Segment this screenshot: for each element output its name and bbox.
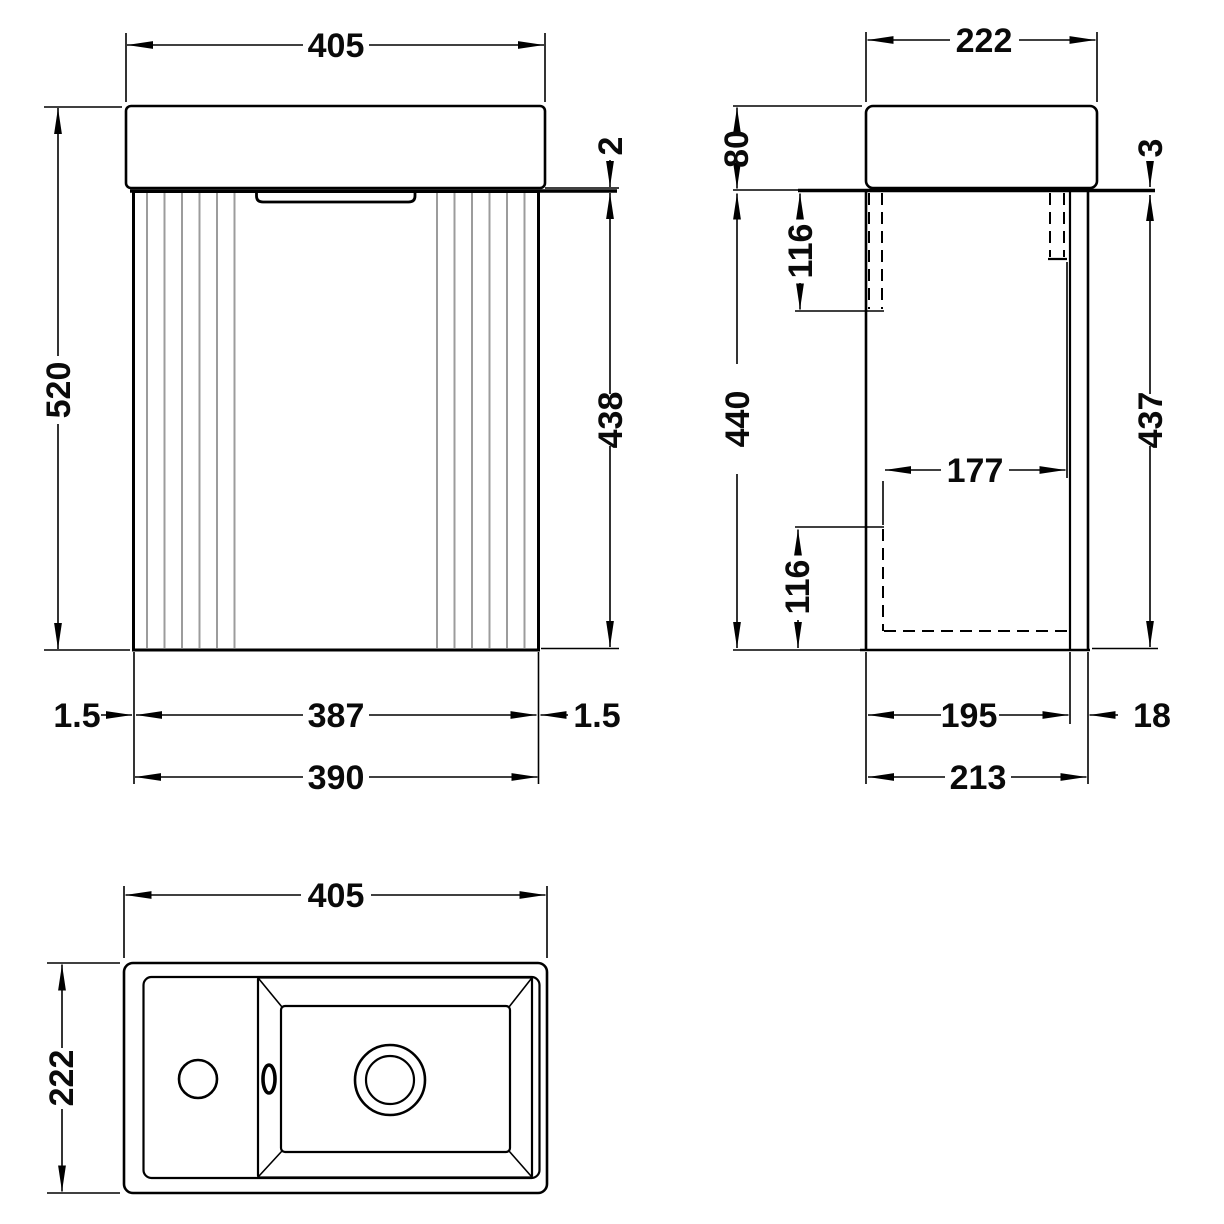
dim-side-cabinet-height: 440 — [719, 193, 757, 648]
dim-side-overall-depth: 222 — [865, 22, 1098, 102]
dim-label-side-cabinet-depth: 213 — [950, 759, 1007, 797]
fluting-left-group — [146, 193, 236, 648]
dim-label-side-lower-bracket: 116 — [779, 560, 817, 615]
basin-front-outline — [124, 104, 547, 190]
dim-label-side-panel-height: 437 — [1132, 392, 1170, 449]
dim-label-front-gap-left: 1.5 — [53, 697, 100, 735]
dim-label-front-door-width: 387 — [308, 697, 365, 735]
dim-side-cabinet-depth: 213 — [868, 759, 1087, 797]
dim-front-overall-height: 520 — [40, 106, 130, 651]
dim-label-front-cabinet-height: 438 — [592, 392, 630, 449]
dim-plan-width: 405 — [123, 877, 548, 958]
dim-label-plan-depth: 222 — [43, 1050, 81, 1107]
dim-side-upper-bracket: 116 — [782, 193, 820, 310]
dim-label-side-back-rail: 18 — [1133, 697, 1171, 735]
dim-label-plan-width: 405 — [308, 877, 365, 915]
bowl-corner-bevels — [258, 978, 532, 1177]
dim-front-basin-gap: 2 — [592, 137, 630, 187]
lower-front-bracket-hidden — [795, 526, 1067, 632]
basin-side-outline — [864, 104, 1099, 190]
plan-view: 405 222 — [43, 877, 549, 1195]
tap-hole — [177, 1058, 219, 1100]
waste-drain-outer — [353, 1043, 427, 1117]
dim-label-side-overall-depth: 222 — [956, 22, 1013, 60]
dim-plan-depth: 222 — [43, 962, 120, 1194]
dim-front-door-row: 1.5 387 1.5 — [53, 652, 621, 784]
basin-deck-outline — [142, 975, 541, 1180]
overflow-slot — [261, 1063, 277, 1095]
door-handle-recess — [255, 192, 417, 204]
basin-plan-outline — [122, 961, 549, 1195]
dim-label-side-basin-height: 80 — [718, 130, 756, 168]
dim-label-side-cabinet-height: 440 — [719, 391, 757, 448]
dim-side-internal-depth-row: 195 18 — [865, 652, 1171, 784]
dim-side-lower-bracket: 116 — [779, 529, 817, 648]
front-elevation-view: 405 520 2 438 — [40, 27, 630, 797]
bowl-bottom-outline — [279, 1004, 512, 1154]
dim-label-front-gap-right: 1.5 — [573, 697, 620, 735]
dim-side-basin-height: 80 — [718, 105, 862, 189]
dim-label-front-basin-gap: 2 — [592, 137, 630, 156]
side-elevation-view: 222 80 3 116 440 — [718, 22, 1171, 797]
bowl-rim-outline — [256, 976, 534, 1179]
dim-label-side-internal-width: 177 — [947, 452, 1004, 490]
dim-label-front-overall-width: 405 — [308, 27, 365, 65]
dim-front-cabinet-height: 438 — [541, 193, 630, 650]
dim-label-side-internal-depth: 195 — [941, 697, 998, 735]
dim-side-internal-width: 177 — [882, 262, 1068, 525]
dim-label-front-overall-height: 520 — [40, 362, 78, 419]
upper-back-bracket-hidden — [1048, 193, 1067, 261]
fluting-right-group — [436, 193, 526, 648]
dim-side-worktop-lip: 3 — [1132, 139, 1170, 187]
dim-label-side-worktop-lip: 3 — [1132, 139, 1170, 158]
waste-drain-inner — [364, 1054, 416, 1106]
upper-front-bracket-hidden — [795, 193, 884, 312]
dim-front-cabinet-width: 390 — [135, 759, 538, 797]
cabinet-front-outline — [132, 190, 540, 652]
dim-side-panel-height: 437 — [1092, 195, 1170, 650]
dim-label-side-upper-bracket: 116 — [782, 224, 820, 279]
dim-front-overall-width: 405 — [125, 27, 546, 102]
dim-label-front-cabinet-width: 390 — [308, 759, 365, 797]
